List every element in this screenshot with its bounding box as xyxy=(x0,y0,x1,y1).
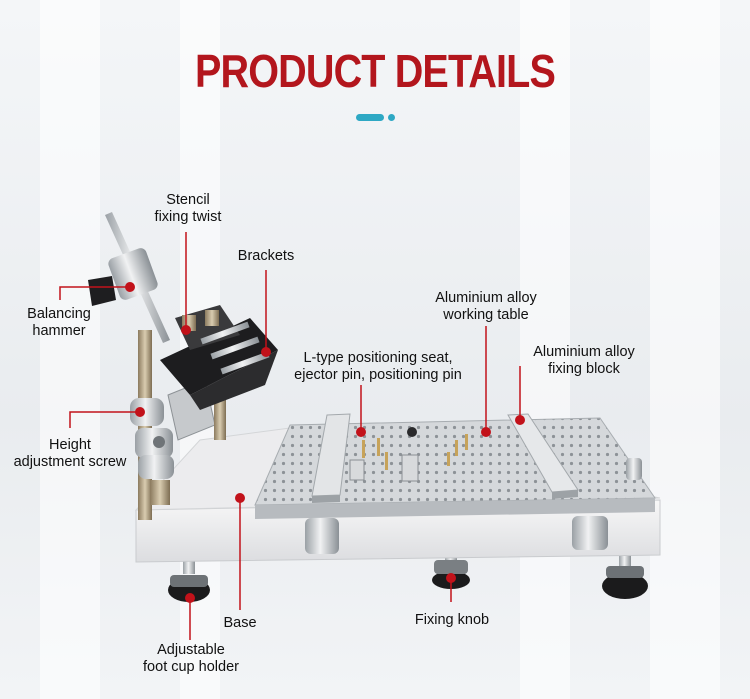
label-base: Base xyxy=(223,615,257,631)
foot-cup-left xyxy=(168,558,210,602)
fixing-block-right xyxy=(507,413,579,499)
title-accent-dot xyxy=(388,114,395,121)
callout-lines xyxy=(59,232,521,640)
fixing-block-left xyxy=(311,413,351,503)
ejector-pins xyxy=(362,434,468,470)
label-brackets: Brackets xyxy=(237,248,295,264)
fixing-knob-front-right xyxy=(572,516,608,550)
callout-dots xyxy=(125,282,525,603)
page-title: PRODUCT DETAILS xyxy=(195,45,556,97)
fixing-knob-front-left xyxy=(305,518,339,554)
title-accent-bar xyxy=(356,114,384,121)
bracket-assembly xyxy=(160,305,278,410)
fixing-knob-side xyxy=(626,458,642,480)
title-decoration xyxy=(356,112,396,122)
label-fixing-knob: Fixing knob xyxy=(414,612,490,628)
label-positioning-seat: L-type positioning seat,ejector pin, pos… xyxy=(294,350,462,383)
positioning-seats xyxy=(349,427,419,482)
foot-cup-right xyxy=(602,550,648,599)
working-table xyxy=(254,417,656,519)
height-adjustment-column xyxy=(130,330,226,520)
